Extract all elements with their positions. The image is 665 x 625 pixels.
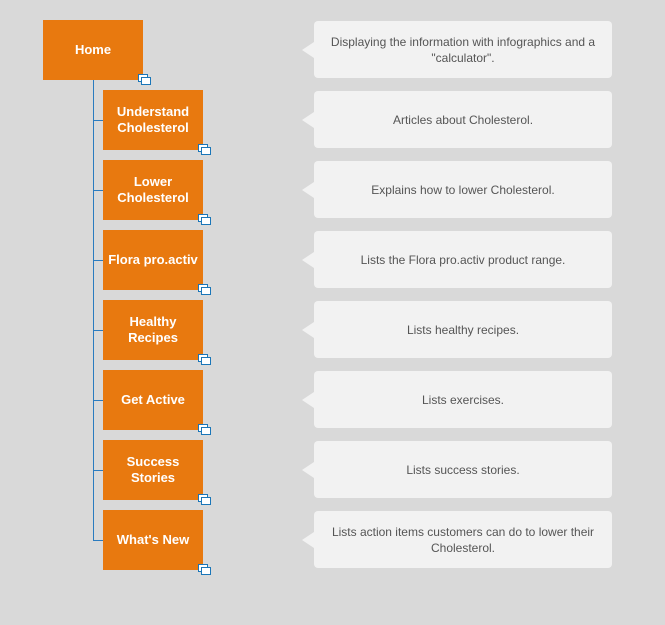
tree-connector-branch (93, 120, 103, 121)
sitemap-node-whats-new[interactable]: What's New (103, 510, 211, 575)
expand-pages-icon[interactable] (198, 494, 211, 505)
node-description-lower-cholesterol: Explains how to lower Cholesterol. (302, 161, 612, 218)
node-label: Home (74, 42, 112, 57)
description-text: Displaying the information with infograp… (330, 34, 596, 65)
description-text: Lists healthy recipes. (406, 322, 520, 337)
tree-connector-branch (93, 540, 103, 541)
expand-pages-icon[interactable] (138, 74, 151, 85)
sitemap-node-success-stories[interactable]: Success Stories (103, 440, 211, 505)
node-label: Lower Cholesterol (117, 174, 189, 205)
description-text: Explains how to lower Cholesterol. (371, 182, 555, 197)
node-description-healthy-recipes: Lists healthy recipes. (302, 301, 612, 358)
sitemap-node-home[interactable]: Home (43, 20, 151, 85)
tree-connector-branch (93, 330, 103, 331)
sitemap-node-healthy-recipes[interactable]: Healthy Recipes (103, 300, 211, 365)
expand-pages-icon[interactable] (198, 564, 211, 575)
tree-connector-branch (93, 190, 103, 191)
description-text: Lists the Flora pro.activ product range. (360, 252, 566, 267)
expand-pages-icon[interactable] (198, 424, 211, 435)
sitemap-node-understand-cholesterol[interactable]: Understand Cholesterol (103, 90, 211, 155)
description-text: Articles about Cholesterol. (392, 112, 534, 127)
expand-pages-icon[interactable] (198, 354, 211, 365)
node-description-understand-cholesterol: Articles about Cholesterol. (302, 91, 612, 148)
tree-connector-trunk (93, 80, 94, 541)
node-label: Success Stories (126, 454, 180, 485)
node-description-whats-new: Lists action items customers can do to l… (302, 511, 612, 568)
sitemap-node-get-active[interactable]: Get Active (103, 370, 211, 435)
expand-pages-icon[interactable] (198, 144, 211, 155)
sitemap-node-lower-cholesterol[interactable]: Lower Cholesterol (103, 160, 211, 225)
node-label: Understand Cholesterol (116, 104, 190, 135)
description-text: Lists exercises. (421, 392, 505, 407)
node-label: Flora pro.activ (108, 252, 198, 267)
sitemap-node-flora-proactiv[interactable]: Flora pro.activ (103, 230, 211, 295)
node-description-success-stories: Lists success stories. (302, 441, 612, 498)
node-description-get-active: Lists exercises. (302, 371, 612, 428)
description-text: Lists success stories. (406, 462, 520, 477)
description-text: Lists action items customers can do to l… (331, 524, 595, 555)
tree-connector-branch (93, 470, 103, 471)
tree-connector-branch (93, 400, 103, 401)
tree-connector-branch (93, 260, 103, 261)
node-label: Get Active (121, 392, 185, 407)
node-label: Healthy Recipes (128, 314, 178, 345)
node-description-home: Displaying the information with infograp… (302, 21, 612, 78)
expand-pages-icon[interactable] (198, 214, 211, 225)
expand-pages-icon[interactable] (198, 284, 211, 295)
node-description-flora-proactiv: Lists the Flora pro.activ product range. (302, 231, 612, 288)
node-label: What's New (116, 532, 190, 547)
